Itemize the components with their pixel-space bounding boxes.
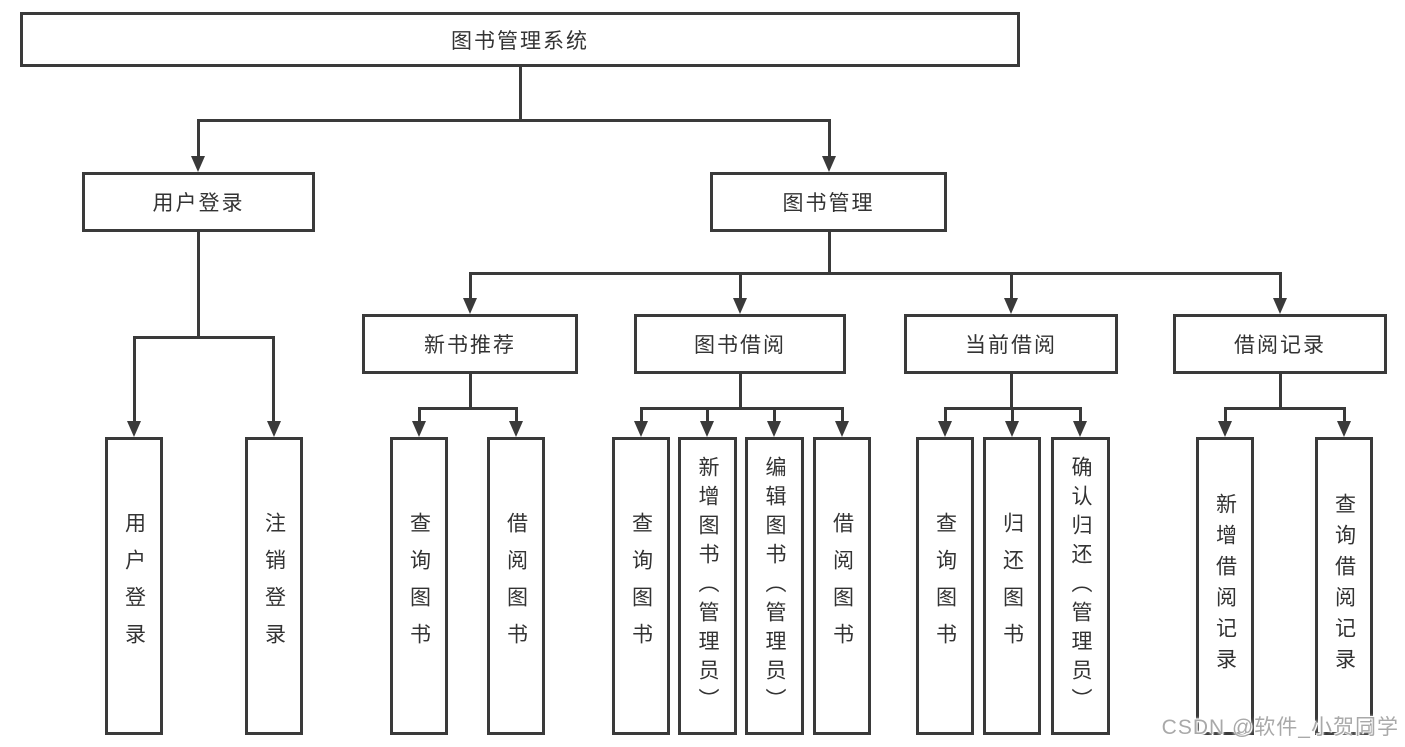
arrow-down-icon — [767, 421, 781, 437]
node-user-login: 用户登录 — [82, 172, 315, 232]
connector-branch-new-book — [418, 407, 518, 410]
connector-leaf-stem — [1079, 407, 1082, 423]
connector-stem-book-mgmt — [828, 119, 831, 158]
node-borrow-records: 借阅记录 — [1173, 314, 1387, 374]
node-book-management: 图书管理 — [710, 172, 947, 232]
node-label: 借阅图书 — [830, 512, 854, 660]
connector-borrow-records-stem — [1279, 374, 1282, 410]
leaf-user-login: 用户登录 — [105, 437, 163, 735]
leaf-borrow-books-2: 借阅图书 — [813, 437, 871, 735]
leaf-edit-book-admin: 编辑图书（管理员） — [745, 437, 804, 735]
leaf-borrow-books-recommend: 借阅图书 — [487, 437, 545, 735]
arrow-down-icon — [835, 421, 849, 437]
connector-leaf-stem — [272, 336, 275, 421]
arrow-down-icon — [634, 421, 648, 437]
arrow-down-icon — [1337, 421, 1351, 437]
arrow-down-icon — [509, 421, 523, 437]
arrow-down-icon — [1273, 298, 1287, 314]
node-label: 确认归还（管理员） — [1069, 455, 1092, 717]
node-label: 借阅记录 — [1234, 334, 1326, 357]
connector-branch-book-borrow — [640, 407, 844, 410]
arrow-down-icon — [191, 156, 205, 172]
node-label: 当前借阅 — [965, 334, 1057, 357]
connector-leaf-stem — [841, 407, 844, 423]
node-label: 图书管理系统 — [451, 29, 589, 53]
node-label: 新增借阅记录 — [1213, 493, 1237, 679]
arrow-down-icon — [267, 421, 281, 437]
leaf-add-book-admin: 新增图书（管理员） — [678, 437, 737, 735]
node-label: 归还图书 — [1000, 512, 1024, 660]
arrow-down-icon — [1218, 421, 1232, 437]
leaf-add-borrow-record: 新增借阅记录 — [1196, 437, 1254, 735]
connector-book-mgmt-stem — [828, 232, 831, 275]
connector-current-borrow-stem — [1010, 374, 1013, 410]
csdn-watermark: CSDN @软件_小贺同学 — [1161, 716, 1399, 739]
arrow-down-icon — [127, 421, 141, 437]
arrow-down-icon — [822, 156, 836, 172]
connector-stem-book-borrow — [739, 272, 742, 300]
node-label: 查询图书 — [407, 512, 431, 660]
node-label: 注销登录 — [262, 512, 286, 660]
connector-leaf-stem — [706, 407, 709, 423]
leaf-query-books-recommend: 查询图书 — [390, 437, 448, 735]
connector-branch-level2 — [469, 272, 1281, 275]
leaf-query-borrow-record: 查询借阅记录 — [1315, 437, 1373, 735]
connector-branch-borrow-records — [1224, 407, 1346, 410]
arrow-down-icon — [700, 421, 714, 437]
connector-user-login-stem — [197, 232, 200, 339]
leaf-query-books-borrow: 查询图书 — [612, 437, 670, 735]
node-label: 借阅图书 — [504, 512, 528, 660]
node-label: 用户登录 — [122, 512, 146, 660]
node-label: 查询图书 — [629, 512, 653, 660]
leaf-confirm-return-admin: 确认归还（管理员） — [1051, 437, 1110, 735]
arrow-down-icon — [733, 298, 747, 314]
node-book-borrow: 图书借阅 — [634, 314, 846, 374]
connector-stem-current-borrow — [1010, 272, 1013, 300]
leaf-return-books: 归还图书 — [983, 437, 1041, 735]
connector-leaf-stem — [773, 407, 776, 423]
connector-stem-new-book — [469, 272, 472, 300]
connector-book-borrow-stem — [739, 374, 742, 410]
connector-leaf-stem — [418, 407, 421, 423]
leaf-query-books-current: 查询图书 — [916, 437, 974, 735]
connector-root-stem — [519, 67, 522, 119]
connector-new-book-stem — [469, 374, 472, 410]
arrow-down-icon — [463, 298, 477, 314]
node-label: 新增图书（管理员） — [696, 455, 719, 717]
connector-branch-level1 — [197, 119, 831, 122]
connector-stem-user-login — [197, 119, 200, 158]
node-label: 图书管理 — [782, 192, 875, 215]
connector-leaf-stem — [944, 407, 947, 423]
arrow-down-icon — [938, 421, 952, 437]
connector-stem-borrow-records — [1279, 272, 1282, 300]
connector-leaf-stem — [1343, 407, 1346, 423]
connector-leaf-stem — [1224, 407, 1227, 423]
connector-leaf-stem — [1011, 407, 1014, 423]
connector-branch-user-login — [133, 336, 275, 339]
arrow-down-icon — [1073, 421, 1087, 437]
node-new-book-recommend: 新书推荐 — [362, 314, 578, 374]
arrow-down-icon — [412, 421, 426, 437]
connector-leaf-stem — [640, 407, 643, 423]
connector-leaf-stem — [515, 407, 518, 423]
arrow-down-icon — [1004, 298, 1018, 314]
node-label: 图书借阅 — [694, 334, 786, 357]
node-label: 新书推荐 — [424, 334, 516, 357]
node-label: 查询图书 — [933, 512, 957, 660]
connector-leaf-stem — [133, 336, 136, 421]
node-system-root: 图书管理系统 — [20, 12, 1020, 67]
leaf-logout: 注销登录 — [245, 437, 303, 735]
node-label: 编辑图书（管理员） — [763, 455, 786, 717]
node-current-borrow: 当前借阅 — [904, 314, 1118, 374]
node-label: 用户登录 — [152, 192, 245, 215]
node-label: 查询借阅记录 — [1332, 493, 1356, 679]
arrow-down-icon — [1005, 421, 1019, 437]
